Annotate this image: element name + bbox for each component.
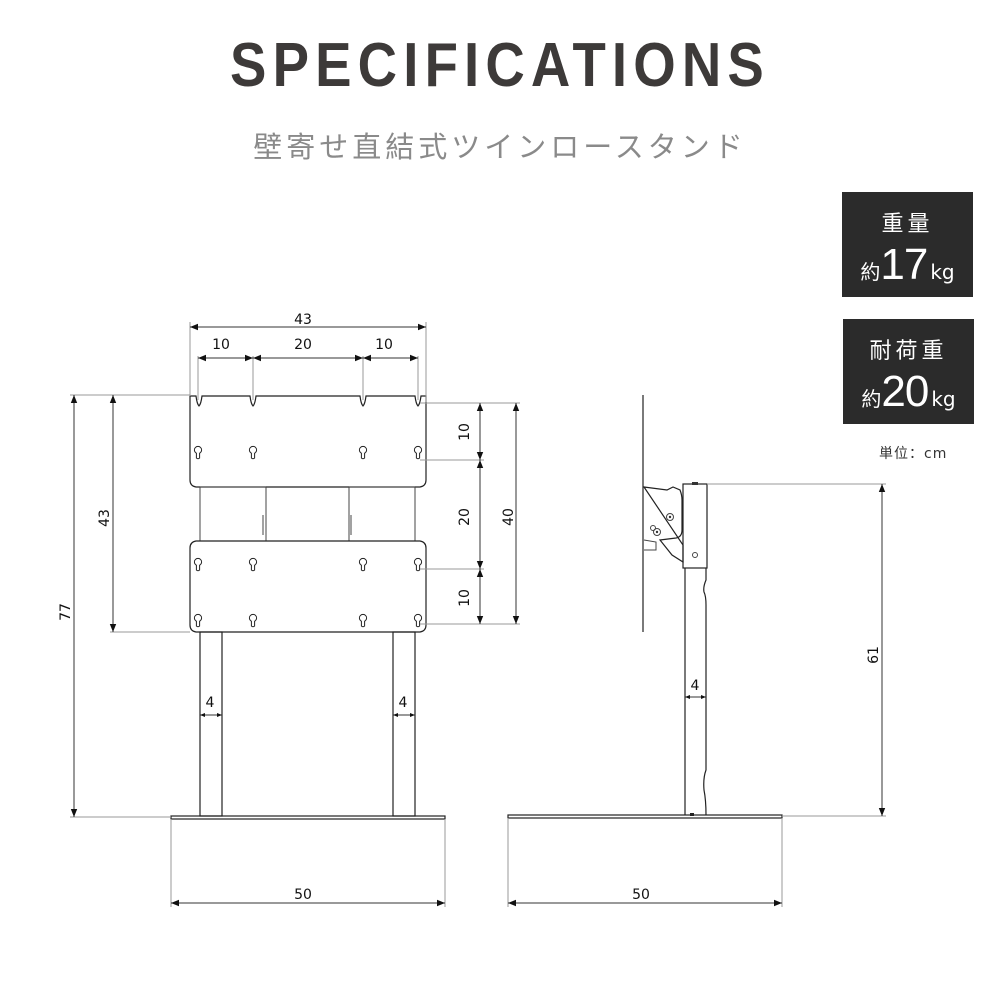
dim-leg-right: 4: [399, 695, 408, 711]
load-capacity-label: 耐荷重: [869, 339, 948, 364]
load-capacity-unit: kg: [931, 387, 956, 411]
dim-right-total: 40: [501, 508, 517, 526]
weight-unit: kg: [930, 260, 955, 284]
dim-hole-left: 10: [212, 337, 230, 353]
dim-pole-width: 4: [691, 678, 700, 694]
dim-top-width: 43: [294, 312, 312, 328]
dim-right-upper: 10: [457, 423, 473, 441]
dim-leg-left: 4: [206, 695, 215, 711]
side-view: 61 4 50: [507, 395, 886, 907]
front-view: 43 10 20 10 10 20 10 40 43 77 4 4 50: [58, 312, 520, 907]
weight-number: 17: [880, 240, 928, 289]
left-leg: [199, 631, 223, 817]
weight-label: 重量: [881, 212, 934, 237]
side-base-plate: [507, 814, 783, 819]
load-capacity-prefix: 約: [861, 387, 882, 411]
product-name: 壁寄せ直結式ツインロースタンド: [253, 130, 747, 164]
lower-mount-plate: [189, 540, 427, 633]
dim-hole-mid: 20: [294, 337, 312, 353]
dim-total-height: 77: [58, 603, 74, 621]
dim-left-plate-height: 43: [97, 509, 113, 527]
page-title: SPECIFICATIONS: [230, 31, 770, 100]
dim-hole-right: 10: [375, 337, 393, 353]
dim-pole-height: 61: [866, 646, 882, 664]
weight-prefix: 約: [860, 260, 881, 284]
dim-side-base-width: 50: [632, 887, 650, 903]
dim-front-base-width: 50: [294, 887, 312, 903]
dim-right-lower: 10: [457, 589, 473, 607]
right-leg: [392, 631, 416, 817]
unit-note: 単位：cm: [879, 446, 948, 462]
front-base-plate: [170, 815, 446, 820]
pole-head: [682, 483, 708, 569]
load-capacity-number: 20: [881, 367, 929, 416]
dim-right-mid: 20: [457, 508, 473, 526]
pole: [684, 568, 707, 816]
upper-mount-plate: [189, 395, 427, 488]
